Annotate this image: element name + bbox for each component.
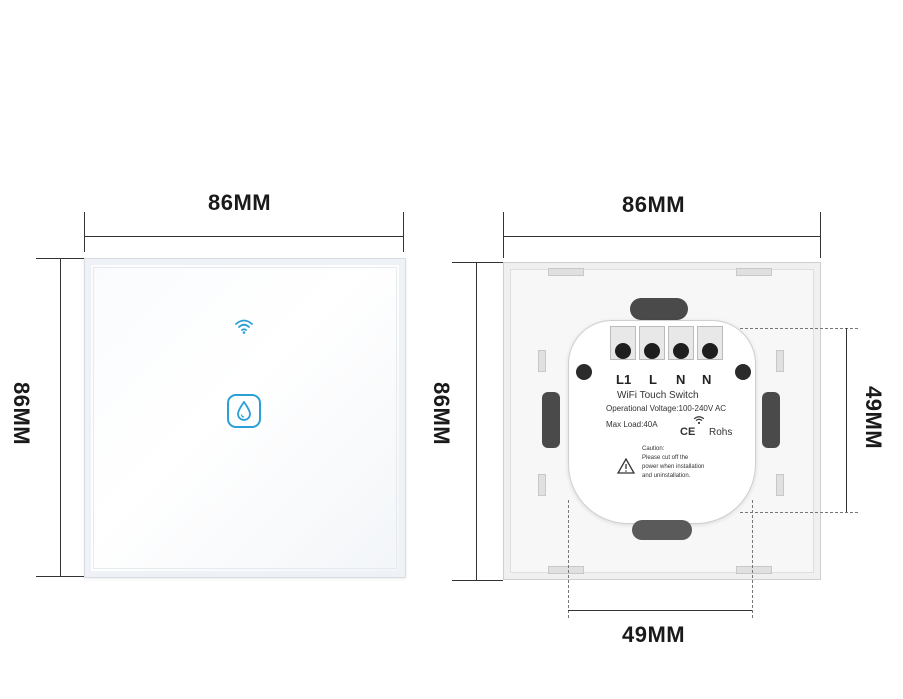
- touch-button[interactable]: [227, 394, 261, 428]
- back-width-dimension-line: [503, 236, 821, 237]
- clip-slot: [548, 566, 584, 574]
- wifi-icon: [693, 416, 705, 425]
- warning-icon: [617, 458, 635, 474]
- caution-line-2: power when installation: [642, 464, 705, 470]
- terminal-label-n2: N: [702, 372, 712, 387]
- front-height-dimension-line: [60, 258, 61, 576]
- front-height-label: 86MM: [9, 382, 34, 446]
- terminal-block: [639, 326, 665, 360]
- water-drop-icon: [237, 401, 251, 421]
- back-width-tick-left: [503, 212, 504, 258]
- mounting-hole-left: [576, 364, 592, 380]
- front-width-tick-left: [84, 212, 85, 252]
- rohs-mark: Rohs: [709, 427, 733, 438]
- back-height-dimension-line: [476, 262, 477, 580]
- module-right-guide: [752, 500, 753, 618]
- voltage-spec: Operational Voltage:100-240V AC: [606, 404, 727, 413]
- terminal-block: [668, 326, 694, 360]
- terminal-block: [610, 326, 636, 360]
- side-slot: [776, 350, 784, 372]
- terminal-screw: [644, 343, 660, 359]
- side-slot: [776, 474, 784, 496]
- module-height-dimension-line: [846, 328, 847, 512]
- terminal-label-l1: L1: [616, 372, 632, 387]
- front-panel-inner-border: [93, 267, 397, 569]
- module-top-guide: [740, 328, 858, 329]
- module-height-label: 49MM: [861, 386, 886, 450]
- side-slot: [538, 350, 546, 372]
- module-left-guide: [568, 500, 569, 618]
- module-width-label: 49MM: [622, 622, 686, 647]
- clip-slot: [736, 566, 772, 574]
- back-width-tick-right: [820, 212, 821, 258]
- front-width-tick-right: [403, 212, 404, 252]
- bottom-mounting-tab: [632, 520, 692, 540]
- back-width-label: 86MM: [622, 192, 686, 217]
- caution-title: Caution:: [642, 446, 665, 452]
- front-height-tick-bottom: [36, 576, 84, 577]
- module-bottom-guide: [740, 512, 858, 513]
- terminal-screw: [615, 343, 631, 359]
- module-width-dimension-line: [568, 610, 752, 611]
- wifi-icon: [235, 319, 253, 334]
- back-height-label: 86MM: [429, 382, 454, 446]
- mounting-hole-right: [735, 364, 751, 380]
- back-height-tick-top: [452, 262, 503, 263]
- front-width-label: 86MM: [208, 190, 272, 215]
- ce-mark: CE: [680, 426, 696, 438]
- clip-slot: [548, 268, 584, 276]
- caution-line-1: Please cut off the: [642, 455, 689, 461]
- left-mounting-slot: [542, 392, 560, 448]
- terminal-label-l: L: [649, 372, 657, 387]
- terminal-block: [697, 326, 723, 360]
- max-load-spec: Max Load:40A: [606, 420, 658, 429]
- terminal-screw: [673, 343, 689, 359]
- product-name: WiFi Touch Switch: [617, 390, 699, 401]
- top-mounting-slot: [630, 298, 688, 320]
- right-mounting-slot: [762, 392, 780, 448]
- terminal-label-n1: N: [676, 372, 686, 387]
- back-height-tick-bottom: [452, 580, 503, 581]
- terminal-screw: [702, 343, 718, 359]
- side-slot: [538, 474, 546, 496]
- caution-line-3: and uninstallation.: [642, 473, 691, 479]
- front-glass-panel: [84, 258, 406, 578]
- front-height-tick-top: [36, 258, 84, 259]
- front-width-dimension-line: [84, 236, 404, 237]
- clip-slot: [736, 268, 772, 276]
